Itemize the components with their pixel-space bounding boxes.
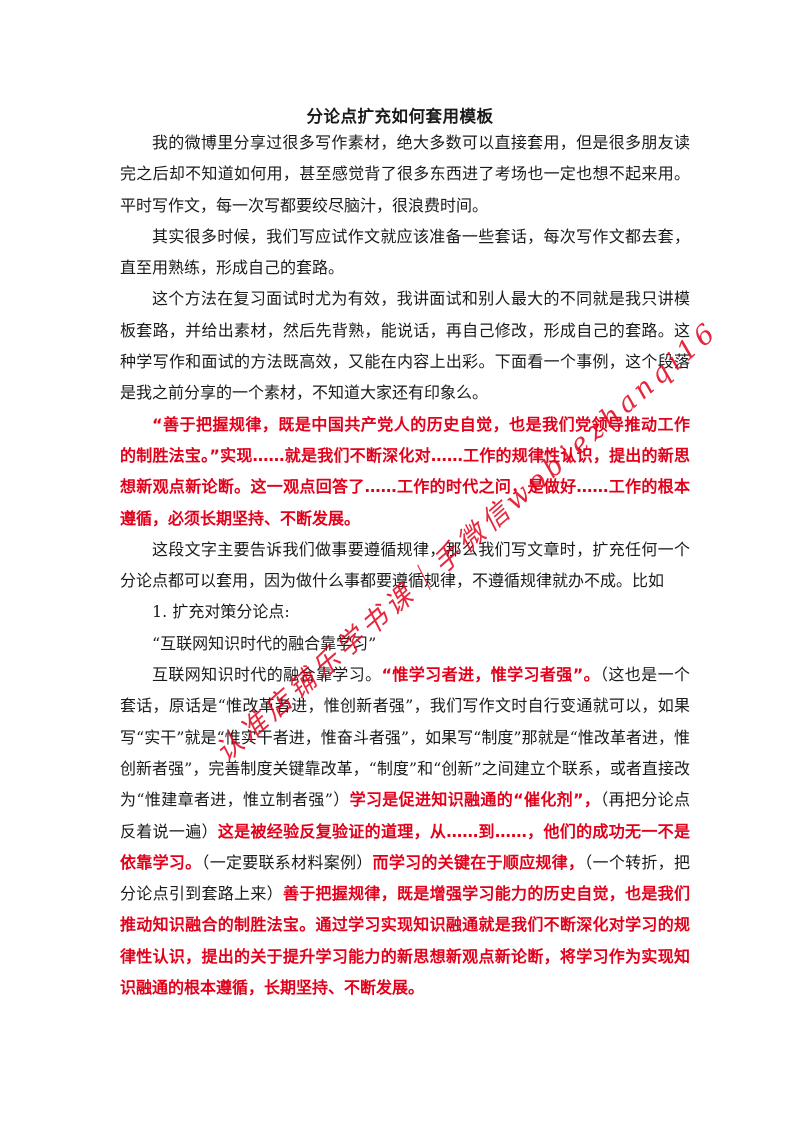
example-note-4: （一个转折，把分论点引到套路上来）: [120, 852, 690, 904]
paragraph-1: 我的微博里分享过很多写作素材，绝大多数可以直接套用，但是很多朋友读完之后却不知道…: [120, 133, 690, 215]
document-body: 我的微博里分享过很多写作素材，绝大多数可以直接套用，但是很多朋友读完之后却不知道…: [120, 127, 690, 1003]
example-highlight-5: 善于把握规律，既是增强学习能力的历史自觉，也是我们推动知识融合的制胜法宝。通过学…: [120, 884, 690, 998]
example-note-3: （一定要联系材料案例）: [201, 852, 373, 872]
sub-argument-title: “互联网知识时代的融合靠学习”: [152, 633, 377, 653]
example-highlight-2: 学习是促进知识融通的“催化剂”，: [349, 790, 601, 810]
example-highlight-4: 而学习的关键在于顺应规律，: [372, 852, 585, 872]
example-highlight-3: 这是被经验反复验证的道理，从……到……，他们的成功无一不是依靠学习。: [120, 821, 690, 872]
section-heading-strategy: 1. 扩充对策分论点:: [152, 602, 290, 622]
paragraph-2: 其实很多时候，我们写应试作文就应该准备一些套话，每次写作文都去套，直至用熟练，形…: [120, 226, 690, 278]
example-highlight-1: “惟学习者进，惟学习者强”。: [381, 665, 600, 685]
example-note-1: （这也是一个套话，原话是“惟改革者进，惟创新者强”，我们写作文时自行变通就可以，…: [120, 665, 690, 810]
paragraph-3: 这个方法在复习面试时尤为有效，我讲面试和别人最大的不同就是我只讲模板套路，并给出…: [120, 289, 690, 403]
paragraph-5: 这段文字主要告诉我们做事要遵循规律，那么我们写文章时，扩充任何一个分论点都可以套…: [120, 539, 690, 591]
example-sentence-1: 互联网知识时代的融合靠学习。: [152, 665, 382, 685]
template-quote-paragraph: “善于把握规律，既是中国共产党人的历史自觉，也是我们党领导推动工作的制胜法宝。”…: [120, 414, 690, 528]
example-note-2: （再把分论点反着说一遍）: [120, 790, 690, 841]
example-paragraph: 互联网知识时代的融合靠学习。“惟学习者进，惟学习者强”。（这也是一个套话，原话是…: [120, 659, 690, 1003]
document-title: 分论点扩充如何套用模板: [306, 107, 494, 126]
